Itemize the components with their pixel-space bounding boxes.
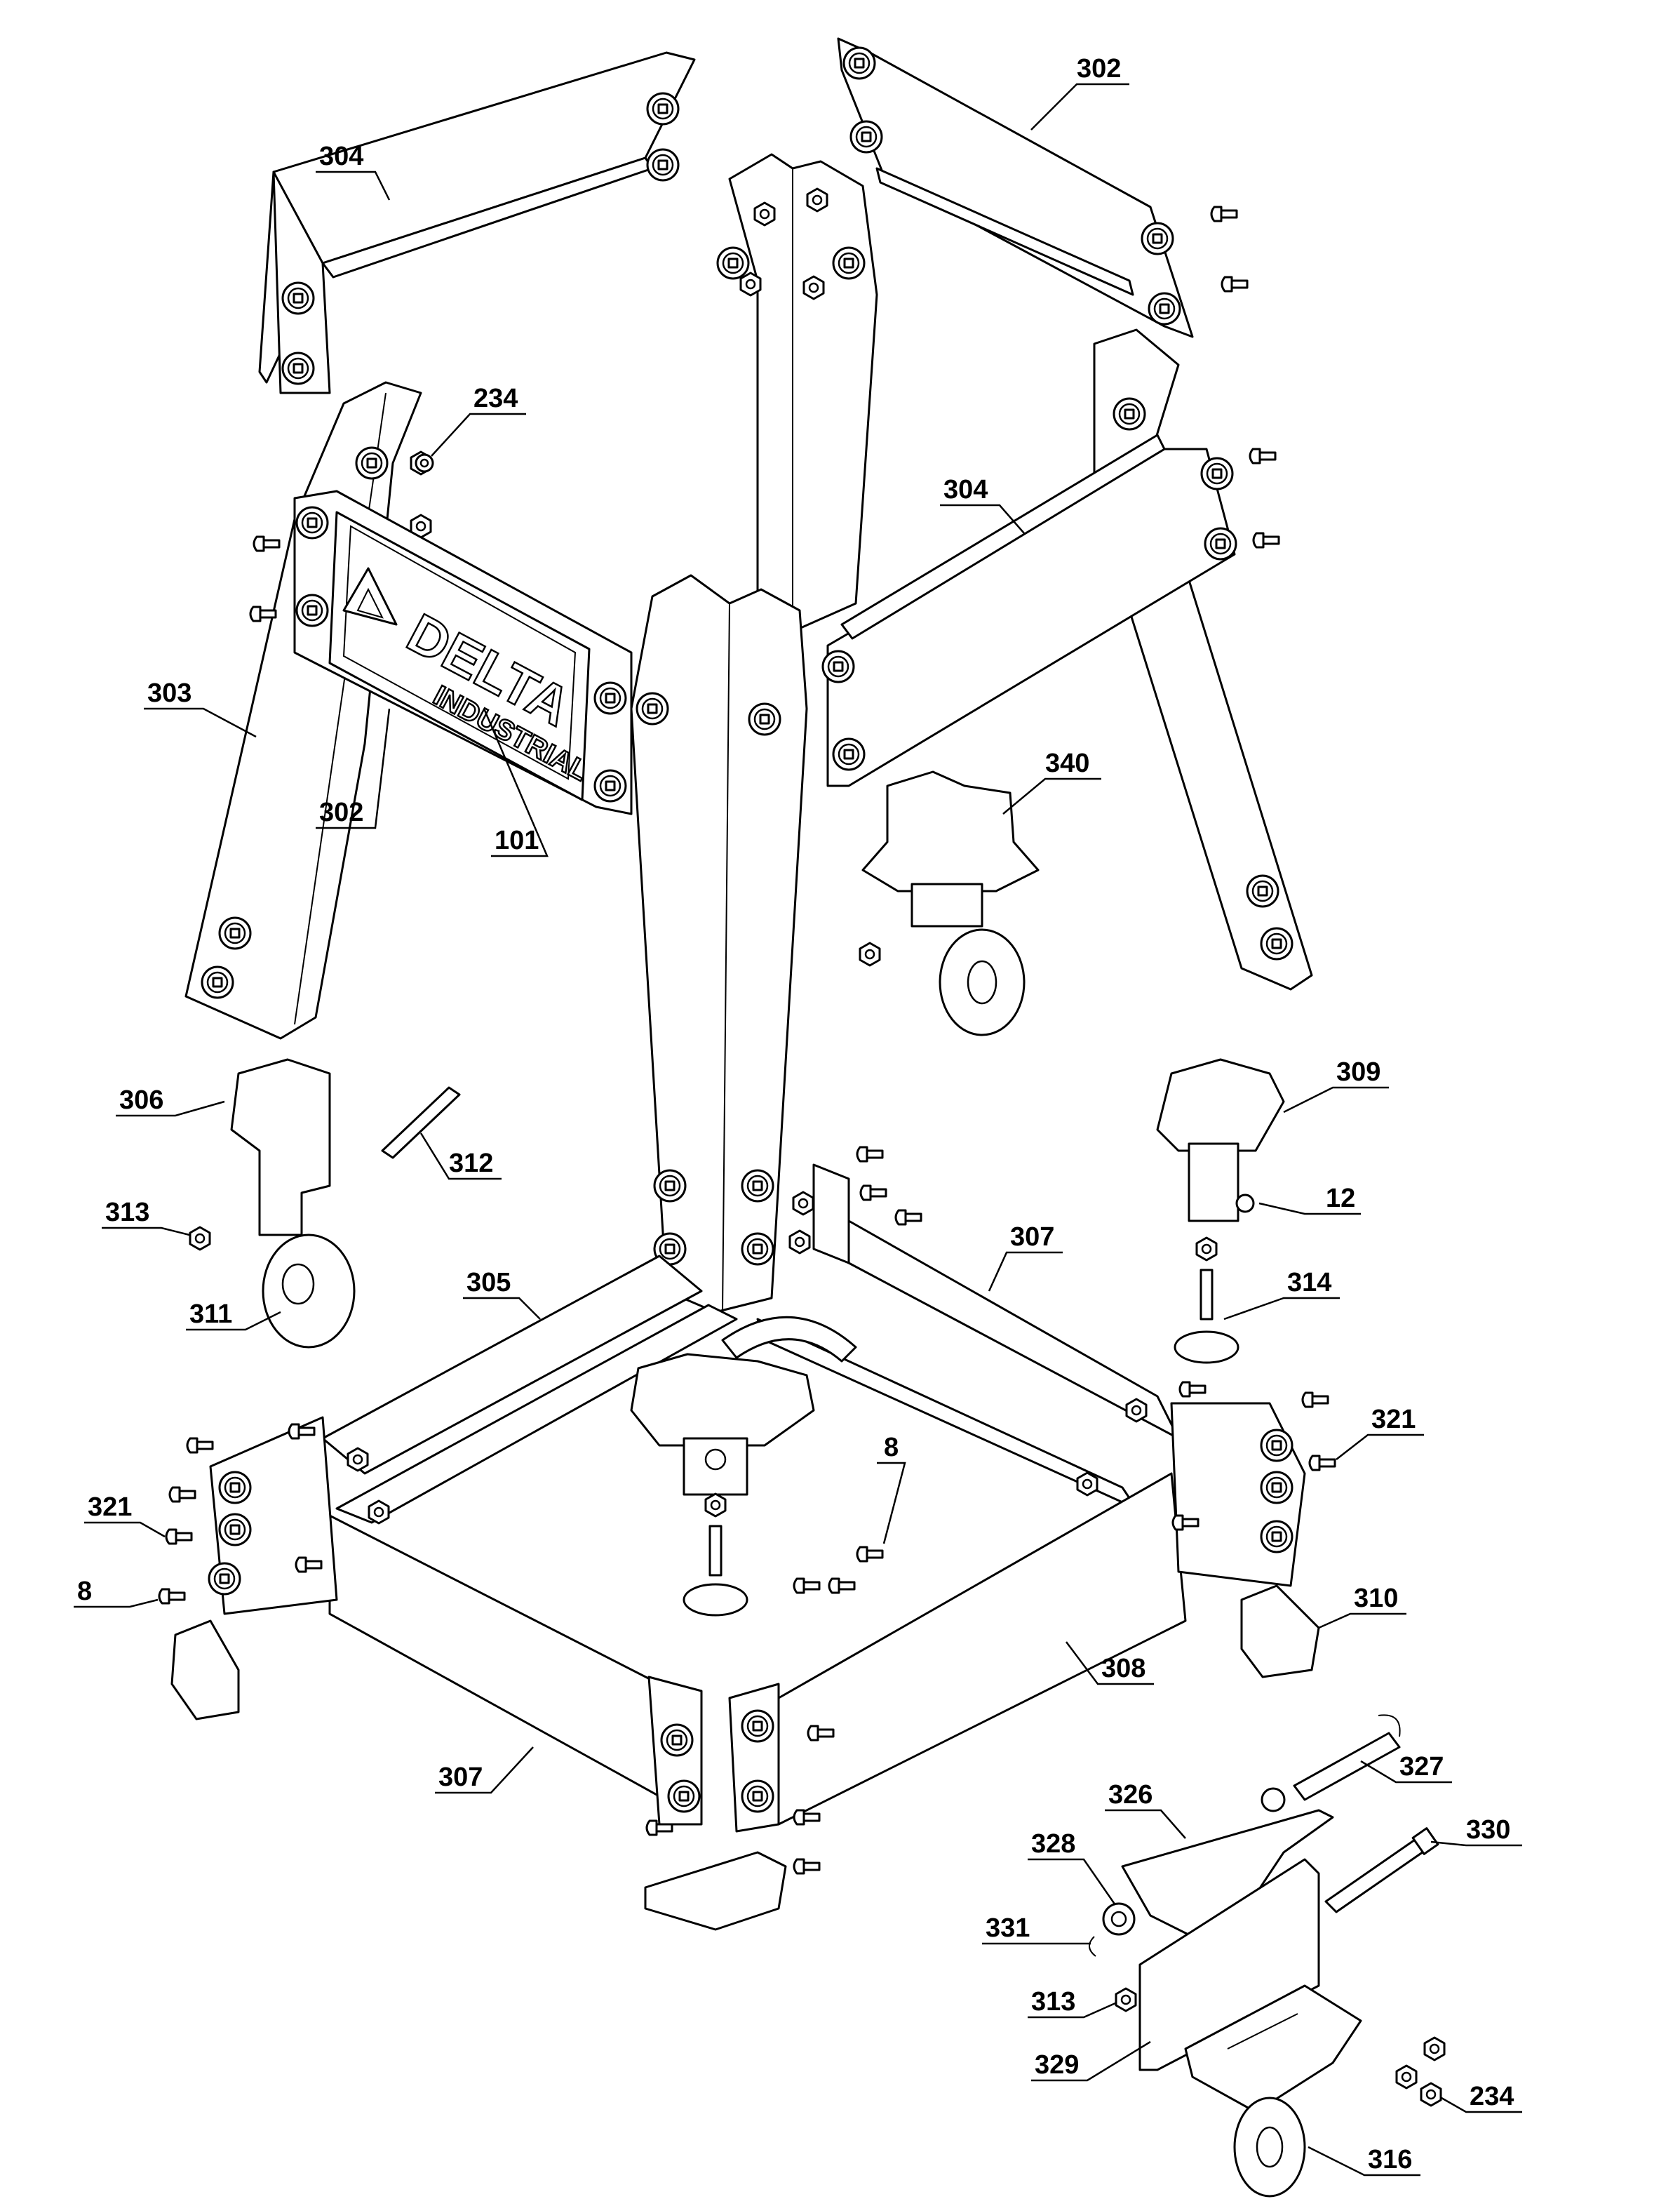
- svg-text:307: 307: [1010, 1222, 1054, 1252]
- front-leveler-mount: [630, 1353, 815, 1617]
- svg-text:303: 303: [147, 678, 191, 708]
- svg-text:308: 308: [1101, 1654, 1145, 1683]
- callout-12: 12: [1258, 1184, 1361, 1215]
- svg-text:12: 12: [1326, 1184, 1355, 1213]
- e-clip-331: [1089, 1936, 1096, 1957]
- callout-307: 307: [435, 1746, 534, 1794]
- svg-text:306: 306: [119, 1085, 163, 1115]
- callout-309: 309: [1283, 1057, 1389, 1114]
- leg-303-left: [184, 381, 432, 1040]
- rear-leg: [716, 153, 878, 633]
- callout-312: 312: [419, 1132, 502, 1180]
- callout-321: 321: [1336, 1405, 1424, 1460]
- callout-305: 305: [463, 1268, 541, 1320]
- svg-text:234: 234: [473, 384, 518, 413]
- rear-corner-bracket: [721, 1163, 857, 1363]
- callout-321: 321: [84, 1492, 166, 1538]
- stretcher-302-top-right: [837, 37, 1194, 338]
- svg-text:101: 101: [495, 826, 539, 855]
- callout-328: 328: [1028, 1829, 1117, 1906]
- caster-306: [189, 1058, 461, 1349]
- callout-310: 310: [1318, 1584, 1406, 1629]
- svg-text:304: 304: [319, 142, 363, 171]
- caster-bracket-329: [1115, 1858, 1320, 2071]
- callout-308: 308: [1066, 1641, 1154, 1685]
- callout-8: 8: [877, 1433, 906, 1544]
- svg-text:8: 8: [884, 1433, 899, 1462]
- callout-326: 326: [1105, 1780, 1186, 1839]
- stretcher-304-top-left: [258, 51, 696, 394]
- delta-badge-101: DELTA INDUSTRIAL: [328, 511, 594, 801]
- callout-316: 316: [1308, 2145, 1420, 2177]
- callout-314: 314: [1223, 1268, 1340, 1321]
- svg-text:321: 321: [1371, 1405, 1416, 1434]
- svg-text:330: 330: [1466, 1815, 1510, 1845]
- callout-313: 313: [1028, 1987, 1116, 2019]
- callout-8: 8: [74, 1577, 159, 1608]
- leg-right: [1093, 328, 1313, 991]
- callout-302: 302: [316, 708, 391, 829]
- callout-340: 340: [1002, 749, 1101, 815]
- svg-text:312: 312: [449, 1149, 493, 1178]
- callout-234: 234: [1441, 2082, 1522, 2113]
- svg-text:313: 313: [1031, 1987, 1075, 2017]
- svg-text:302: 302: [1077, 54, 1121, 83]
- svg-text:321: 321: [88, 1492, 132, 1522]
- caster-mount-340: [859, 770, 1040, 1036]
- svg-text:340: 340: [1045, 749, 1089, 778]
- callout-330: 330: [1430, 1815, 1522, 1847]
- foot-pad-310: [1240, 1584, 1320, 1678]
- callout-311: 311: [186, 1299, 281, 1331]
- callout-327: 327: [1360, 1752, 1452, 1784]
- svg-text:234: 234: [1470, 2082, 1514, 2111]
- nuts-234-bottom: [1395, 2036, 1446, 2107]
- svg-text:305: 305: [466, 1268, 511, 1297]
- svg-text:314: 314: [1287, 1268, 1331, 1297]
- stretcher-304-right: [821, 434, 1237, 787]
- svg-text:329: 329: [1035, 2050, 1079, 2080]
- axle-327: [1261, 1714, 1401, 1812]
- callout-302: 302: [1030, 54, 1129, 131]
- callout-331: 331: [982, 1913, 1091, 1945]
- svg-text:331: 331: [986, 1913, 1030, 1943]
- svg-text:326: 326: [1108, 1780, 1153, 1810]
- svg-text:313: 313: [105, 1198, 149, 1227]
- svg-text:309: 309: [1336, 1057, 1380, 1087]
- foot-pedal-326: [1121, 1809, 1334, 1938]
- svg-text:310: 310: [1354, 1584, 1398, 1613]
- svg-text:328: 328: [1031, 1829, 1075, 1859]
- pivot-bolt-330: [1324, 1827, 1439, 1913]
- base-frame: [208, 1219, 1306, 1833]
- callout-234: 234: [431, 384, 526, 457]
- svg-text:8: 8: [77, 1577, 92, 1606]
- washer-328: [1102, 1902, 1136, 1936]
- foot-pad-front: [644, 1851, 787, 1931]
- foot-pad-left: [170, 1619, 240, 1720]
- svg-text:327: 327: [1399, 1752, 1444, 1781]
- callout-307: 307: [988, 1222, 1063, 1292]
- front-leg: [630, 574, 808, 1313]
- callout-304: 304: [940, 475, 1025, 534]
- swivel-caster-316: [1184, 1984, 1362, 2198]
- callout-313: 313: [102, 1198, 190, 1236]
- callout-101: 101: [483, 708, 549, 857]
- washer-234-top: [415, 453, 434, 473]
- svg-text:307: 307: [438, 1763, 483, 1792]
- svg-text:302: 302: [319, 798, 363, 827]
- leveler-mount-309: [1156, 1058, 1285, 1364]
- callout-304: 304: [316, 142, 391, 201]
- callout-306: 306: [116, 1085, 225, 1117]
- callout-329: 329: [1031, 2040, 1151, 2082]
- svg-text:311: 311: [189, 1299, 232, 1329]
- callout-303: 303: [144, 678, 257, 738]
- svg-text:316: 316: [1368, 2145, 1412, 2174]
- svg-text:304: 304: [943, 475, 988, 504]
